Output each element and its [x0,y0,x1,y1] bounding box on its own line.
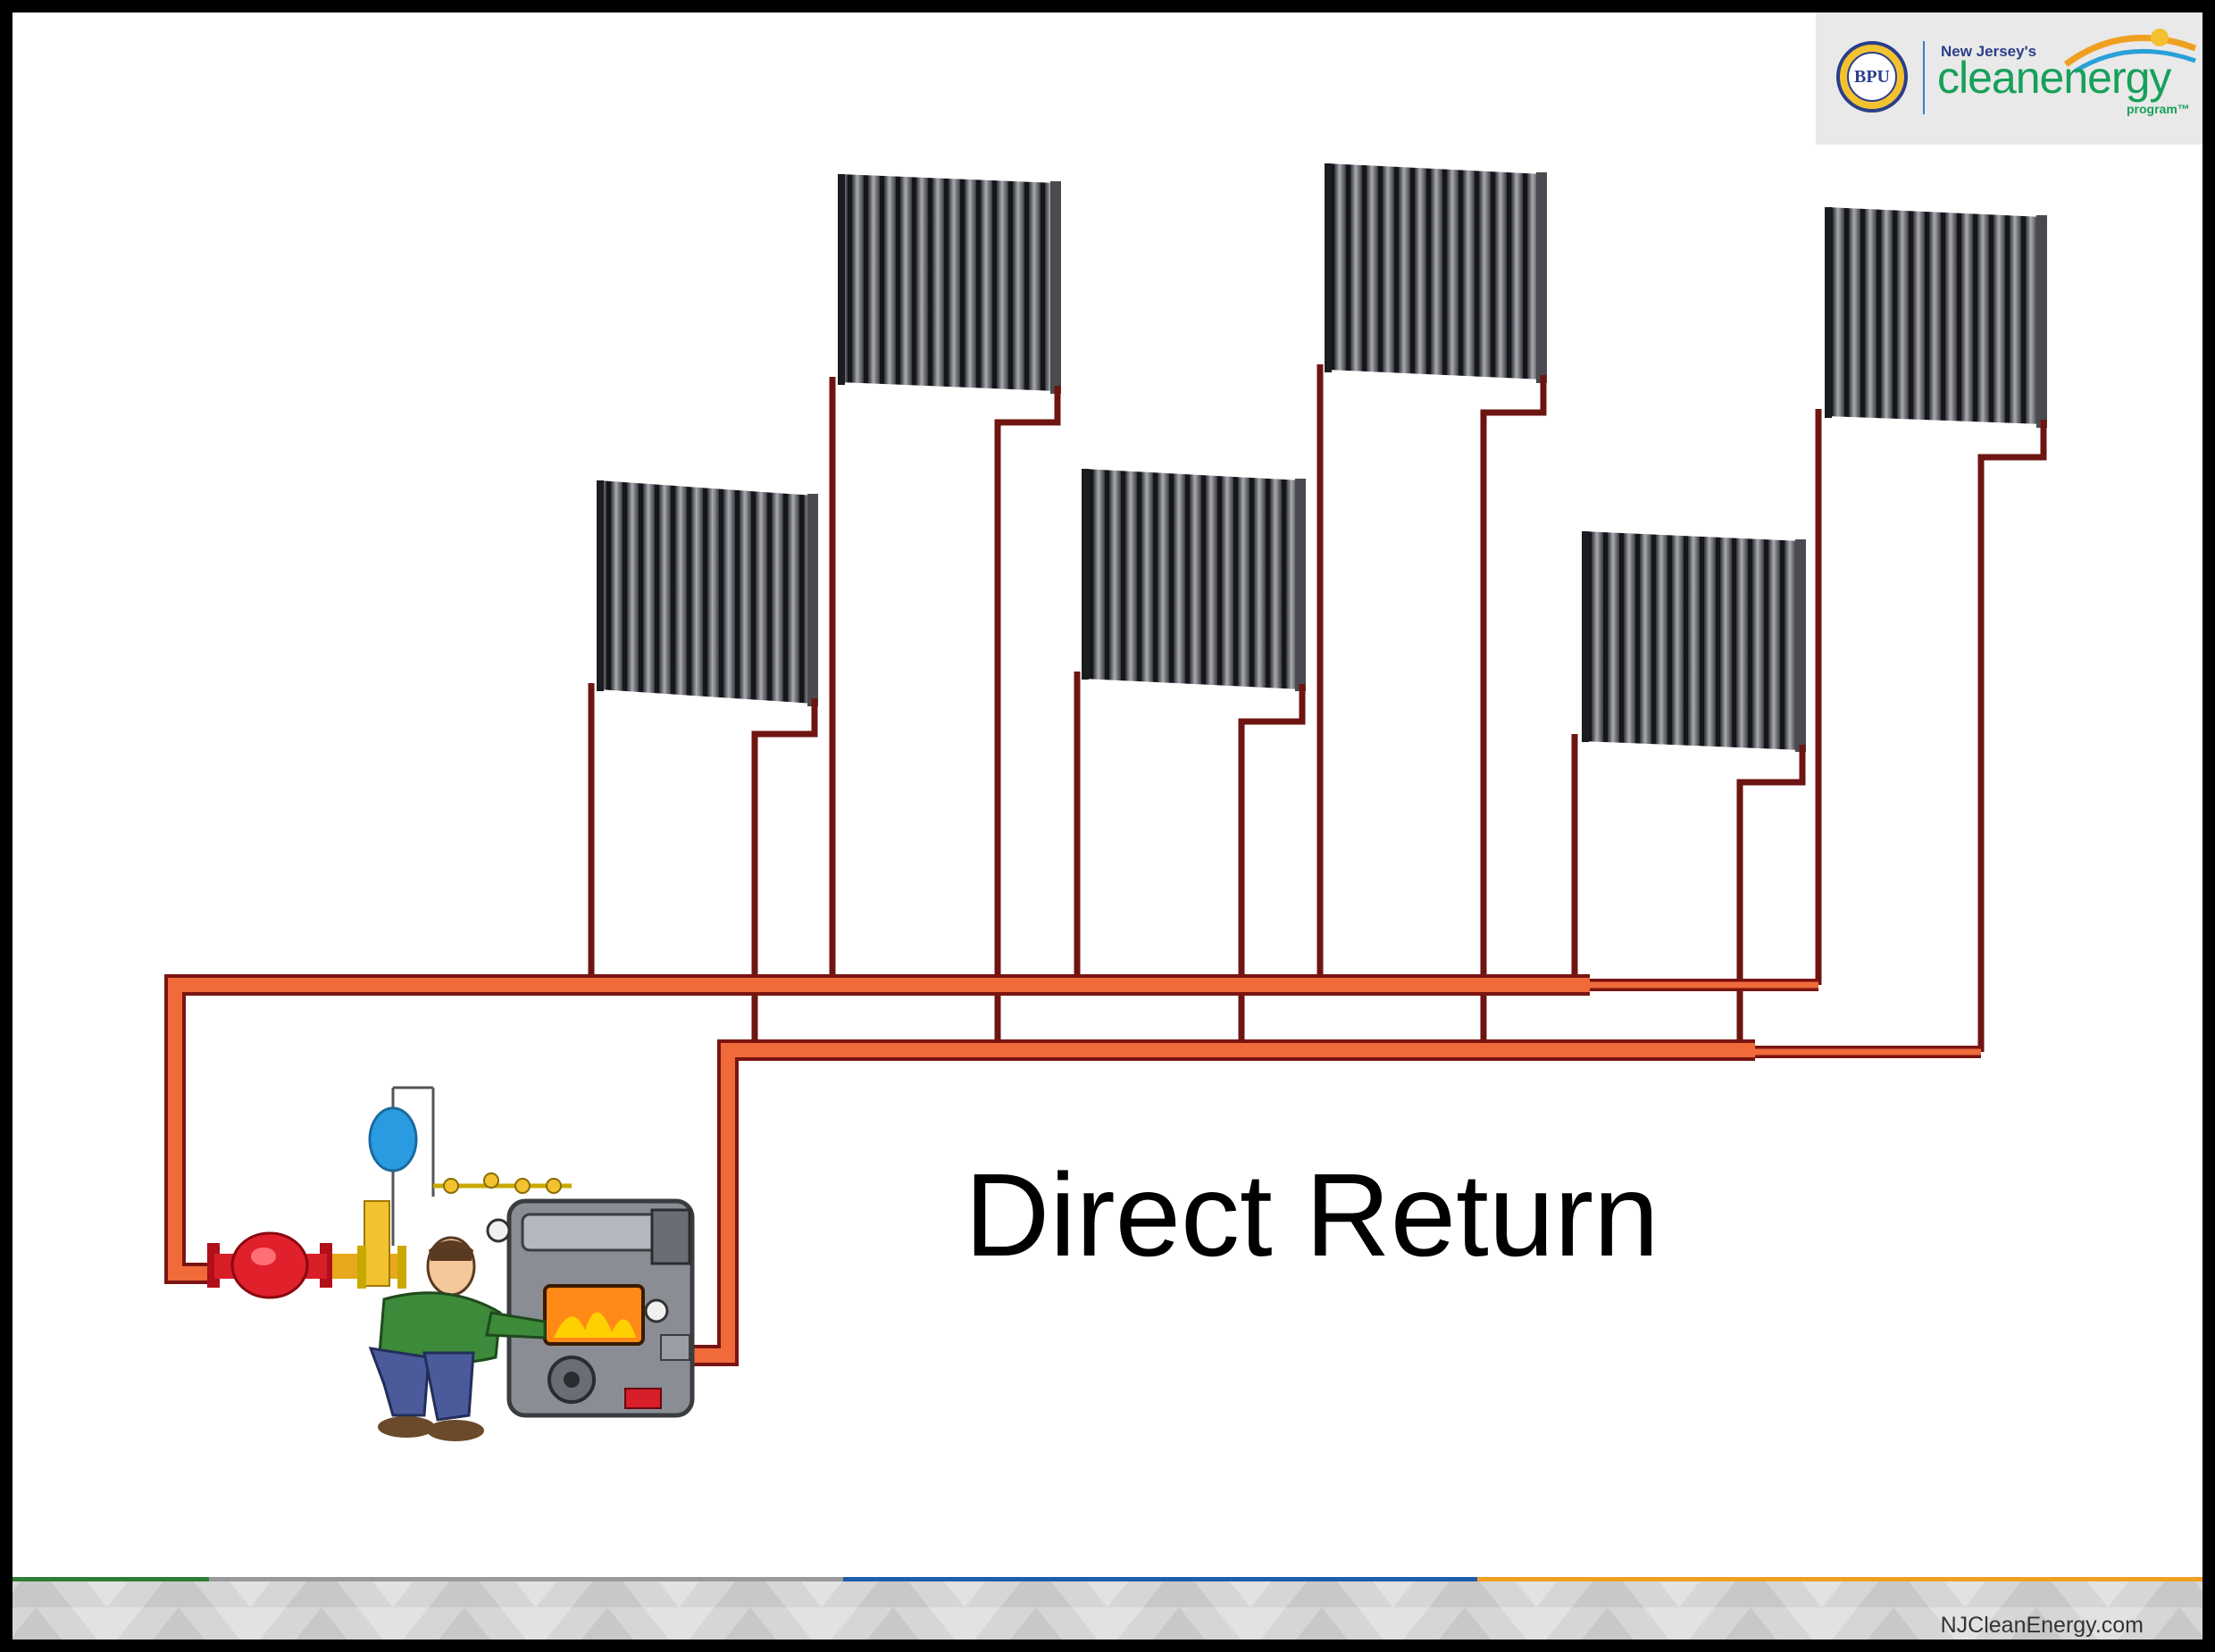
return-main [688,1039,1981,1366]
radiator-4 [1325,163,1547,383]
pressure-gauge-icon [486,1218,511,1243]
bpu-seal-icon: BPU [1836,41,1908,113]
radiator-end-cap [1582,531,1589,742]
pump-highlight [251,1247,276,1265]
valve-icon [514,1178,531,1194]
radiator-icon [1584,531,1802,750]
footer-accent-gray [209,1577,843,1581]
radiator-icon [598,480,815,704]
logo-divider [1923,41,1925,114]
bpu-seal-center: BPU [1847,52,1897,102]
radiator-icon [1083,469,1302,689]
radiator-end-cap [597,480,604,691]
radiator-end-cap [1082,469,1089,680]
supply-main [164,974,1818,1284]
return-drop-6 [1977,420,2047,1052]
logo-tagline-pre: New Jersey's [1941,43,2037,60]
radiator-icon [1826,207,2044,424]
footer-band [13,1577,2202,1639]
radiator-end-cap [1795,539,1806,752]
valve-flange [357,1246,366,1289]
pressure-relief-valve-icon [364,1200,390,1287]
footer-accent-orange [1477,1577,2202,1581]
return-drop-3 [1238,684,1306,1047]
footer-pattern [13,1579,2202,1639]
return-drop-5 [1736,745,1806,1047]
radiator-icon [840,174,1057,391]
return-drop-1 [751,698,818,1047]
burner-dial-center [564,1372,580,1388]
technician-arm [485,1311,547,1339]
return-drop-2 [994,386,1061,1047]
footer-accent-blue [843,1577,1477,1581]
footer-accent-green [13,1577,209,1581]
radiator-end-cap [807,494,818,706]
radiator-end-cap [838,174,845,385]
radiator-icon [1326,163,1543,380]
burner-valve-icon [624,1388,662,1409]
boiler-control-box [650,1208,691,1265]
radiator-end-cap [1050,181,1061,394]
technician-boot [378,1416,435,1438]
technician-pants [422,1351,475,1422]
radiator-5 [1582,531,1806,752]
valve-icon [483,1172,499,1189]
return-main-pipe [688,1043,1755,1363]
bpu-seal-text: BPU [1854,66,1890,87]
radiator-2 [838,174,1061,394]
boiler-assembly [207,1086,695,1441]
return-drop-4 [1480,375,1547,1047]
slide-title: Direct Return [965,1149,1659,1281]
njcep-logo: BPU New Jersey's cleanenergy program™ [1816,13,2202,145]
radiator-end-cap [1325,163,1332,372]
technician-hair [429,1240,473,1261]
radiator-end-cap [2036,215,2047,428]
flame-icon [554,1312,636,1338]
technician-pants [368,1347,430,1417]
radiator-3 [1082,469,1306,691]
supply-main-pipe [168,978,1590,1281]
footer-url[interactable]: NJCleanEnergy.com [1940,1613,2144,1638]
valve-icon [443,1178,459,1194]
radiator-end-cap [1825,207,1832,418]
circulator-pump-icon [230,1231,309,1299]
radiator-1 [597,480,818,706]
technician-icon [368,1236,547,1441]
radiator-end-cap [1536,172,1547,383]
boiler-outlet-fitting [660,1334,690,1361]
radiator-end-cap [1295,479,1306,691]
expansion-tank-icon [368,1106,418,1172]
temperature-gauge-icon [644,1298,669,1323]
technician-boot [427,1420,484,1441]
radiator-6 [1825,207,2047,428]
logo-tagline-post: program™ [2127,102,2190,116]
valve-icon [546,1178,562,1194]
logo-name: cleanenergy [1937,53,2171,103]
sun-arc-icon [2063,29,2197,74]
branch-pipes [588,364,2047,1052]
valve-flange [397,1246,406,1289]
